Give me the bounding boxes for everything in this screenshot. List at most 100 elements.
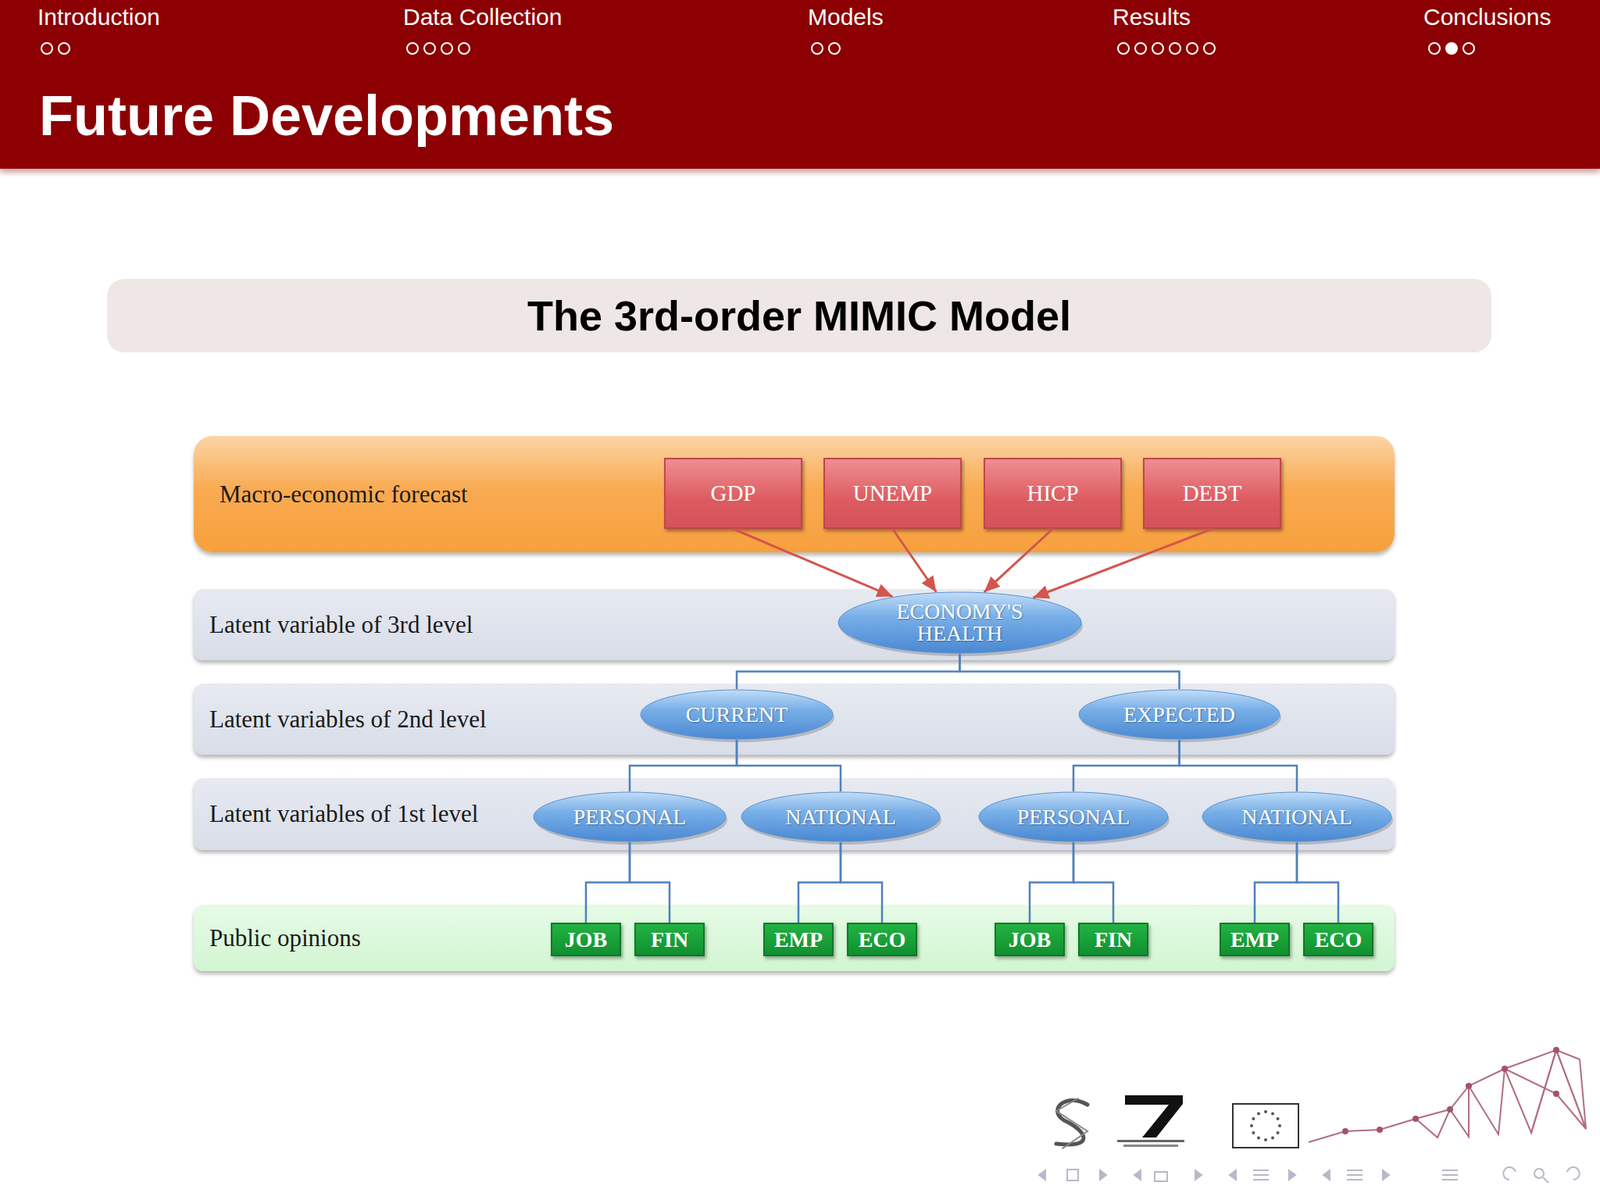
- nav-dot: [1186, 42, 1198, 54]
- network-node: [1465, 1082, 1472, 1090]
- slide-title: Future Developments: [39, 87, 615, 144]
- network-node: [1501, 1065, 1508, 1072]
- band-label: Macro-economic forecast: [219, 480, 468, 509]
- node-label: ECONOMY'S HEALTH: [878, 600, 1043, 645]
- nav-dot: [1152, 42, 1164, 54]
- nav-arrow: [1100, 1170, 1107, 1180]
- node-label: EMP: [1230, 927, 1279, 953]
- node-label: GDP: [710, 480, 756, 507]
- network-node: [1376, 1126, 1383, 1133]
- band-label: Public opinions: [209, 924, 361, 953]
- nav-dot: [1463, 42, 1475, 54]
- nav-arrow: [1229, 1170, 1236, 1180]
- ellipse-fill: [1202, 792, 1392, 842]
- flag-star: [1271, 1111, 1275, 1115]
- logo-line: [1117, 1139, 1185, 1143]
- nav-dot: [1203, 42, 1215, 54]
- nav-dot-group: [41, 42, 1475, 54]
- flag-star: [1251, 1117, 1255, 1121]
- indicator-box: UNEMP: [823, 457, 962, 529]
- flag-star: [1264, 1138, 1268, 1142]
- nav-arrow: [1382, 1170, 1390, 1180]
- latent-ellipse: NATIONAL: [1201, 791, 1393, 843]
- eu-flag: [1232, 1103, 1299, 1148]
- nav-icon: [1346, 1170, 1363, 1180]
- network-line: [1415, 1050, 1586, 1138]
- node-label: JOB: [564, 927, 608, 953]
- nav-dot: [424, 42, 436, 54]
- opinion-box: JOB: [550, 922, 622, 957]
- node-label: CURRENT: [685, 703, 789, 726]
- network-node: [1412, 1115, 1419, 1122]
- flag-frame: [1232, 1103, 1299, 1148]
- node-label: PERSONAL: [573, 806, 687, 829]
- nav-icon: [1442, 1170, 1458, 1180]
- flag-star: [1276, 1117, 1280, 1121]
- nav-dot: [811, 42, 823, 54]
- flag-stars: [1250, 1110, 1282, 1142]
- indicator-box: HICP: [983, 457, 1122, 529]
- flag-star: [1257, 1136, 1261, 1140]
- nav-dot-current: [1446, 42, 1458, 54]
- nav-icon: [1067, 1169, 1079, 1181]
- nav-icon: [1253, 1170, 1269, 1180]
- level-band: Latent variable of 3rd level ECONOMY'S HE…: [193, 589, 1395, 661]
- flag-star: [1264, 1110, 1268, 1114]
- nav-icon: [1534, 1168, 1544, 1179]
- nav-dot: [1428, 42, 1440, 54]
- band-label: Latent variable of 3rd level: [209, 610, 473, 640]
- logo-stroke: [1056, 1100, 1088, 1145]
- forecast-band: Macro-economic forecast GDP UNEMP HICP DEBT: [193, 435, 1395, 553]
- ellipse-fill: [1078, 689, 1280, 740]
- flag-star: [1278, 1124, 1282, 1128]
- indicator-box: DEBT: [1142, 457, 1282, 529]
- nav-icon: [1542, 1177, 1549, 1183]
- node-label: FIN: [1094, 927, 1133, 953]
- latent-ellipse: PERSONAL: [978, 791, 1169, 843]
- beamer-nav-symbols: [1039, 1167, 1580, 1183]
- node-label: NATIONAL: [785, 806, 897, 829]
- ellipse-fill: [838, 592, 1082, 654]
- node-label: DEBT: [1182, 480, 1243, 507]
- node-label: NATIONAL: [1241, 806, 1353, 829]
- flag-star: [1276, 1131, 1280, 1135]
- indicator-box: GDP: [664, 457, 803, 529]
- level-band: Latent variables of 1st levelPERSONALNAT…: [193, 778, 1395, 850]
- network-graphic: [1308, 1046, 1586, 1143]
- flag-star: [1250, 1124, 1254, 1128]
- node-label: The 3rd-order MIMIC Model: [527, 291, 1072, 340]
- block-title-box: The 3rd-order MIMIC Model: [107, 278, 1492, 353]
- nav-section: Data Collection: [403, 3, 562, 32]
- network-node: [1553, 1046, 1560, 1054]
- node-label: ECO: [1314, 927, 1363, 953]
- ellipse-fill: [978, 792, 1168, 842]
- nav-dot: [828, 42, 840, 54]
- node-label: UNEMP: [853, 480, 933, 507]
- nav-arrow: [1289, 1170, 1296, 1180]
- opinion-box: JOB: [994, 922, 1065, 957]
- ellipse-fill: [533, 792, 726, 842]
- network-node: [1446, 1106, 1454, 1113]
- nav-section: Introduction: [37, 3, 161, 32]
- nav-section: Results: [1112, 3, 1191, 32]
- ellipse-fill: [640, 689, 833, 740]
- network-node: [1342, 1128, 1349, 1135]
- ellipse-fill: [741, 792, 940, 842]
- network-nodes: [1342, 1046, 1560, 1135]
- header-bar: Future Developments Introduction Data Col…: [0, 0, 1600, 169]
- flag-star: [1257, 1111, 1261, 1115]
- nav-arrow: [1134, 1170, 1141, 1180]
- nav-dot: [407, 42, 418, 54]
- nav-arrow: [1039, 1170, 1046, 1180]
- node-label: JOB: [1008, 927, 1051, 953]
- nav-dot: [1169, 42, 1181, 54]
- opinion-box: EMP: [763, 922, 834, 957]
- node-label: HICP: [1026, 480, 1079, 507]
- logo-stroke: [1056, 1098, 1088, 1149]
- opinion-box: ECO: [1303, 922, 1374, 957]
- opinion-band: Public opinionsJOBFINEMPECOJOBFINEMPECO: [193, 904, 1395, 972]
- opinion-box: FIN: [1078, 922, 1149, 957]
- s-logo: [1056, 1098, 1088, 1149]
- nav-icon: [1154, 1171, 1168, 1182]
